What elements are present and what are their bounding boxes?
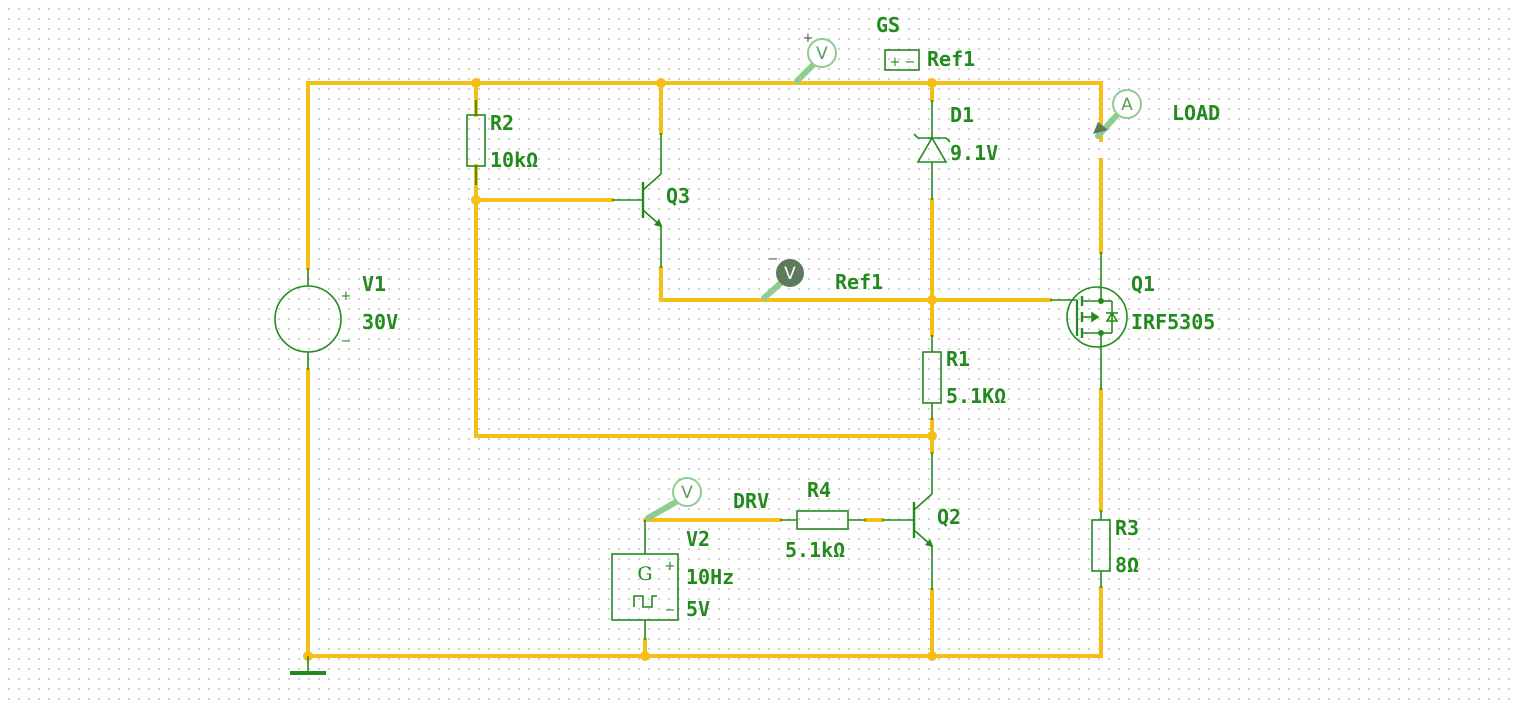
r1-value: 5.1KΩ: [946, 384, 1006, 408]
load-current-probe[interactable]: [1093, 89, 1142, 139]
r3-resistor[interactable]: [1091, 510, 1111, 588]
r3-name: R3: [1115, 516, 1139, 540]
junction-dot: [656, 78, 666, 88]
junction-dot: [927, 651, 937, 661]
v1-minus-sign: −: [341, 334, 352, 349]
gs-ref-box-minus: −: [905, 55, 916, 70]
ref1-diff-box[interactable]: [884, 49, 920, 71]
v1-name: V1: [362, 272, 386, 296]
gs-voltage-probe[interactable]: [794, 38, 837, 84]
v2-name: V2: [686, 527, 710, 551]
drv-probe-label: DRV: [733, 489, 769, 513]
junctions: [303, 78, 937, 661]
q3-name: Q3: [666, 184, 690, 208]
v2-freq: 10Hz: [686, 565, 734, 589]
junction-dot: [640, 651, 650, 661]
d1-name: D1: [950, 103, 974, 127]
gs-probe-plus: +: [803, 31, 814, 46]
r4-value: 5.1kΩ: [785, 538, 845, 562]
v1-value: 30V: [362, 310, 398, 334]
ref1-voltage-probe[interactable]: [761, 259, 804, 301]
q2-npn-transistor[interactable]: [882, 452, 934, 590]
v2-amp: 5V: [686, 597, 710, 621]
r2-name: R2: [490, 111, 514, 135]
v1-dc-source[interactable]: [274, 268, 342, 370]
ref1-probe-label: Ref1: [835, 270, 883, 294]
ref1-probe-minus: −: [768, 252, 779, 267]
r4-resistor[interactable]: [780, 510, 866, 530]
load-probe-letter: A: [1121, 95, 1133, 115]
junction-dot: [471, 195, 481, 205]
r2-resistor[interactable]: [466, 100, 486, 185]
r2-value: 10kΩ: [490, 148, 538, 172]
v2-minus-sign: −: [665, 603, 676, 618]
r4-name: R4: [807, 478, 831, 502]
junction-dot: [927, 431, 937, 441]
v2-plus-sign: +: [665, 559, 676, 574]
ground-symbol[interactable]: [290, 656, 326, 675]
ref1-probe-letter: V: [784, 264, 796, 284]
gs-ref-box-plus: +: [890, 55, 901, 70]
q1-name: Q1: [1131, 272, 1155, 296]
q1-value: IRF5305: [1131, 310, 1215, 334]
d1-zener-diode[interactable]: [913, 100, 951, 200]
q3-npn-transistor[interactable]: [612, 133, 663, 268]
gs-probe-label: GS: [876, 13, 900, 37]
junction-dot: [471, 78, 481, 88]
r1-name: R1: [946, 347, 970, 371]
drv-probe-letter: V: [681, 483, 693, 503]
v2-function-generator[interactable]: [611, 520, 679, 640]
gs-ref-label: Ref1: [927, 47, 975, 71]
junction-dot: [927, 78, 937, 88]
q1-pmosfet[interactable]: [1050, 252, 1128, 390]
drv-voltage-probe[interactable]: [645, 477, 702, 521]
gs-probe-letter: V: [816, 44, 828, 64]
junction-dot: [927, 295, 937, 305]
load-probe-label: LOAD: [1172, 101, 1220, 125]
r3-value: 8Ω: [1115, 553, 1139, 577]
q2-name: Q2: [937, 505, 961, 529]
r1-resistor[interactable]: [922, 335, 942, 420]
v1-plus-sign: +: [341, 289, 352, 304]
d1-value: 9.1V: [950, 141, 998, 165]
v2-generator-letter: G: [637, 563, 652, 585]
